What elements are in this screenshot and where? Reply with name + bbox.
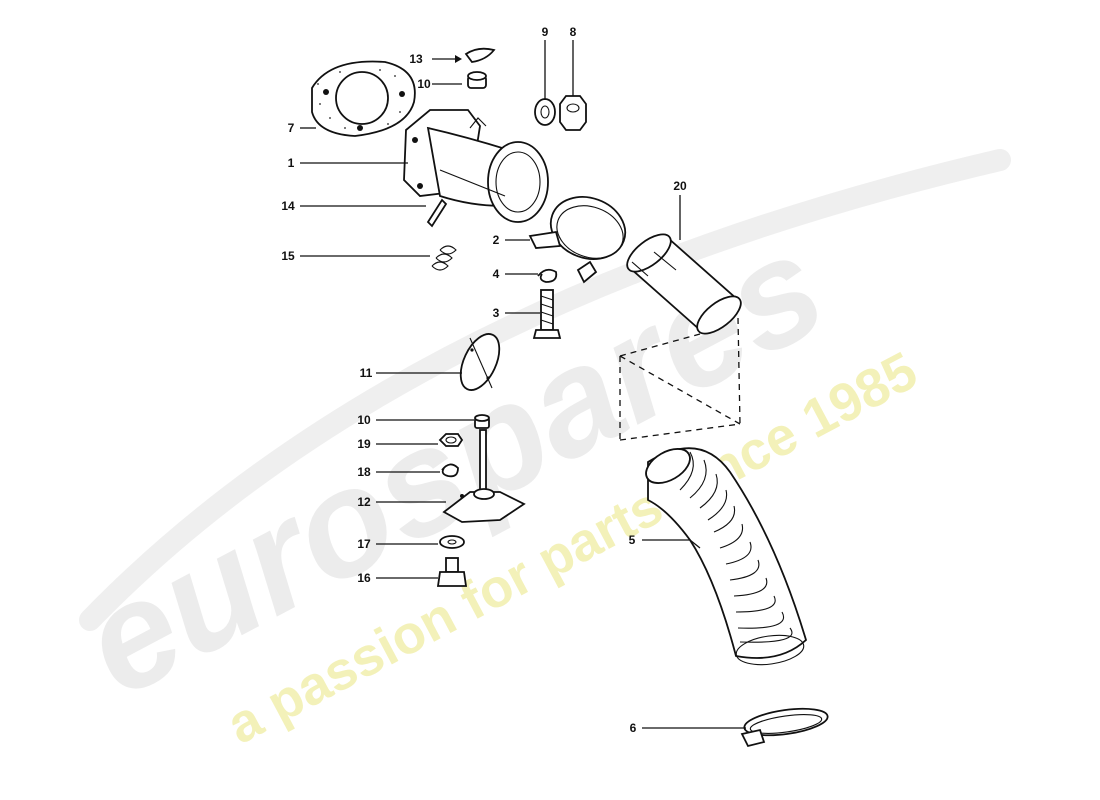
leader-lines: [300, 40, 746, 729]
washer-top-part: [534, 98, 556, 126]
hose-part: [645, 447, 808, 666]
lock-washer-small-part: [441, 463, 459, 478]
spring-part: [431, 245, 457, 271]
callout-16: 16: [357, 571, 371, 585]
callout-3: 3: [493, 306, 500, 320]
clip-part: [464, 47, 496, 63]
callout-20: 20: [673, 179, 687, 193]
bolt-part: [532, 289, 562, 339]
callout-19: 19: [357, 437, 371, 451]
assembly-guide-lines: [619, 317, 741, 441]
callout-18: 18: [357, 465, 371, 479]
flap-part: [459, 333, 501, 391]
cap-nut-top-part: [467, 71, 487, 89]
callout-9: 9: [542, 25, 549, 39]
callout-4: 4: [493, 267, 500, 281]
callout-5: 5: [629, 533, 636, 547]
sleeve-part: [626, 233, 742, 335]
callout-12: 12: [357, 495, 371, 509]
screw-part: [436, 557, 468, 587]
callout-10-lower: 10: [357, 413, 371, 427]
flange-housing-part: [403, 109, 549, 223]
callout-10-top: 10: [417, 77, 431, 91]
gasket-part: [311, 60, 416, 137]
callout-14: 14: [281, 199, 295, 213]
lever-part: [442, 429, 526, 523]
washer-lower-part: [439, 535, 465, 549]
clamp-band-part: [528, 196, 627, 284]
callout-13: 13: [409, 52, 423, 66]
callout-8: 8: [570, 25, 577, 39]
callout-6: 6: [630, 721, 637, 735]
watermark: eurospares a passion for parts since 198…: [56, 149, 1011, 756]
callout-15: 15: [281, 249, 295, 263]
nut-top-part: [559, 95, 587, 131]
hose-clamp-part: [740, 707, 829, 748]
cap-nut-lower-part: [474, 414, 490, 429]
hex-nut-part: [438, 433, 464, 447]
callout-7: 7: [288, 121, 295, 135]
lock-washer-part: [537, 268, 558, 283]
callout-17: 17: [357, 537, 371, 551]
callout-2: 2: [493, 233, 500, 247]
callout-11: 11: [360, 366, 373, 380]
callout-labels: 13 10 7 1 14 15 9 8 2 4 3 20 11 10 19 18…: [281, 25, 687, 735]
pin-part: [426, 198, 448, 228]
callout-1: 1: [288, 156, 295, 170]
